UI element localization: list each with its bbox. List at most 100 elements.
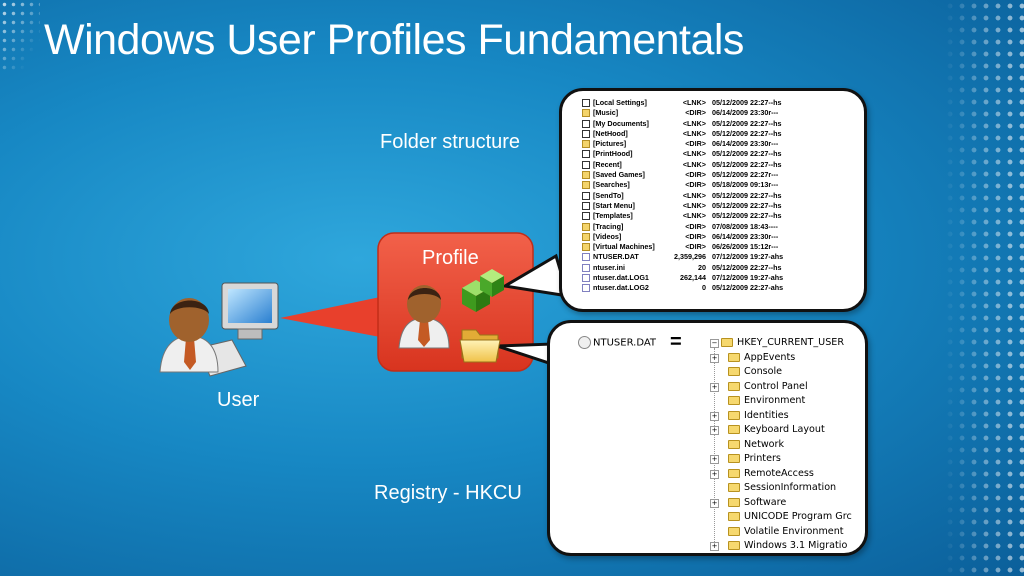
expand-icon[interactable]: + bbox=[710, 411, 719, 421]
entry-type-size: <LNK> bbox=[682, 200, 706, 210]
registry-key-node[interactable]: + RemoteAccess bbox=[710, 467, 865, 482]
folder-icon bbox=[582, 232, 590, 241]
entry-date-attrs: 05/12/2009 22:27r--- bbox=[712, 170, 779, 180]
registry-key-node[interactable]: Volatile Environment bbox=[710, 525, 865, 540]
registry-key-node[interactable]: Console bbox=[710, 365, 865, 380]
entry-type-size: 20 bbox=[698, 262, 706, 272]
directory-row[interactable]: [Tracing]<DIR>07/08/2009 18:43---- bbox=[582, 222, 854, 232]
expand-icon[interactable]: + bbox=[710, 426, 719, 435]
registry-key-node[interactable]: +Printers bbox=[710, 452, 865, 467]
expand-icon[interactable]: + bbox=[710, 382, 719, 392]
entry-date-attrs: 05/12/2009 22:27-ahs bbox=[712, 283, 784, 293]
directory-row[interactable]: [My Documents]<LNK>05/12/2009 22:27--hs bbox=[582, 119, 854, 129]
folder-icon bbox=[582, 171, 590, 180]
registry-key-label: Console bbox=[744, 366, 783, 377]
expand-icon[interactable]: + bbox=[710, 469, 719, 479]
registry-key-label: RemoteAccess bbox=[744, 467, 814, 479]
registry-key-node[interactable]: Network bbox=[710, 438, 865, 453]
registry-cubes-icon bbox=[462, 269, 504, 312]
link-icon bbox=[582, 160, 590, 169]
directory-row[interactable]: [Pictures]<DIR>06/14/2009 23:30r--- bbox=[582, 139, 854, 149]
registry-key-label: Identities bbox=[744, 409, 789, 421]
entry-type-size: <LNK> bbox=[682, 128, 706, 138]
directory-row[interactable]: [Videos]<DIR>06/14/2009 23:30r--- bbox=[582, 232, 854, 242]
directory-row[interactable]: [SendTo]<LNK>05/12/2009 22:27--hs bbox=[582, 191, 854, 201]
user-label: User bbox=[217, 389, 260, 411]
directory-row[interactable]: [Music]<DIR>06/14/2009 23:30r--- bbox=[582, 108, 854, 118]
entry-date-attrs: 06/26/2009 15:12r--- bbox=[712, 242, 779, 252]
directory-listing: [Local Settings] <LNK> 05/12/2009 22:27--h… bbox=[582, 98, 854, 294]
directory-row[interactable]: [Templates]<LNK>05/12/2009 22:27--hs bbox=[582, 211, 854, 221]
entry-name: [Searches] bbox=[593, 180, 630, 190]
directory-row[interactable]: [Saved Games]<DIR>05/12/2009 22:27r--- bbox=[582, 170, 854, 180]
registry-file-icon bbox=[578, 336, 591, 349]
entry-name: [Start Menu] bbox=[593, 200, 635, 210]
folder-icon bbox=[582, 222, 590, 231]
expand-icon[interactable]: + bbox=[710, 455, 719, 464]
registry-key-node[interactable]: +Keyboard Layout bbox=[710, 423, 865, 438]
entry-date-attrs: 07/12/2009 19:27-ahs bbox=[712, 252, 784, 262]
entry-date-attrs: 05/12/2009 22:27--hs bbox=[712, 159, 782, 169]
profile-person-icon bbox=[398, 285, 450, 349]
entry-type-size: <LNK> bbox=[682, 190, 706, 200]
registry-key-node[interactable]: + Identities bbox=[710, 409, 865, 424]
directory-row[interactable]: [Recent]<LNK>05/12/2009 22:27--hs bbox=[582, 160, 854, 170]
registry-key-node[interactable]: Environment bbox=[710, 394, 865, 409]
profile-folder-icon bbox=[459, 329, 501, 363]
expand-icon[interactable]: + bbox=[710, 498, 719, 508]
entry-name: [My Documents] bbox=[593, 118, 649, 128]
directory-row[interactable]: [Virtual Machines]<DIR>06/26/2009 15:12r… bbox=[582, 242, 854, 252]
registry-key-node[interactable]: SessionInformation bbox=[710, 481, 865, 496]
expand-icon[interactable]: + bbox=[710, 542, 719, 551]
directory-row[interactable]: [Local Settings]<LNK>05/12/2009 22:27--h… bbox=[582, 98, 854, 108]
entry-type-size: <LNK> bbox=[682, 118, 706, 128]
registry-root-node[interactable]: − HKEY_CURRENT_USER bbox=[710, 336, 865, 351]
registry-key-label: SessionInformation bbox=[744, 482, 837, 493]
expand-icon[interactable]: + bbox=[710, 353, 719, 363]
folder-icon bbox=[582, 140, 590, 149]
entry-name: [Local Settings] bbox=[593, 98, 647, 107]
link-icon bbox=[582, 129, 590, 138]
entry-type-size: <LNK> bbox=[682, 159, 706, 169]
directory-row[interactable]: [NetHood]<LNK>05/12/2009 22:27--hs bbox=[582, 129, 854, 139]
entry-date-attrs: 05/12/2009 22:27--hs bbox=[712, 98, 782, 107]
registry-key-node[interactable]: +Windows 3.1 Migratio bbox=[710, 539, 865, 553]
entry-date-attrs: 05/18/2009 09:13r--- bbox=[712, 180, 779, 190]
link-icon bbox=[582, 150, 590, 159]
entry-name: [Pictures] bbox=[593, 139, 627, 149]
registry-key-node[interactable]: + AppEvents bbox=[710, 351, 865, 366]
entry-date-attrs: 07/12/2009 19:27-ahs bbox=[712, 273, 784, 283]
entry-date-attrs: 06/14/2009 23:30r--- bbox=[712, 108, 779, 118]
registry-key-node[interactable]: UNICODE Program Grc bbox=[710, 510, 865, 525]
folder-structure-label: Folder structure bbox=[380, 131, 521, 153]
entry-type-size: 262,144 bbox=[680, 273, 706, 283]
entry-type-size: <LNK> bbox=[682, 149, 706, 159]
folder-icon bbox=[728, 497, 740, 507]
folder-icon bbox=[721, 338, 733, 347]
collapse-icon[interactable]: − bbox=[710, 339, 719, 348]
directory-row[interactable]: [Searches] <DIR> 05/18/2009 09:13r--- bbox=[582, 180, 854, 190]
decorative-dots-right bbox=[944, 0, 1024, 576]
entry-name: [Templates] bbox=[593, 211, 633, 221]
link-icon bbox=[582, 212, 590, 221]
entry-type-size: <DIR> bbox=[685, 180, 706, 190]
folder-structure-bubble: [Local Settings] <LNK> 05/12/2009 22:27--h… bbox=[559, 88, 867, 312]
registry-key-node[interactable]: + Software bbox=[710, 496, 865, 511]
registry-key-label: AppEvents bbox=[744, 351, 796, 363]
folder-icon bbox=[582, 243, 590, 252]
registry-key-node[interactable]: +Control Panel bbox=[710, 380, 865, 395]
entry-name: [PrintHood] bbox=[593, 149, 633, 159]
ntuser-file-name: NTUSER.DAT bbox=[593, 337, 657, 349]
directory-row[interactable]: [Start Menu]<LNK>05/12/2009 22:27--hs bbox=[582, 201, 854, 211]
entry-type-size: 0 bbox=[702, 283, 706, 293]
ntuser-file-label: NTUSER.DAT bbox=[578, 336, 656, 349]
registry-key-label: Software bbox=[744, 496, 787, 508]
entry-name: [Videos] bbox=[593, 231, 622, 241]
folder-icon bbox=[728, 526, 740, 536]
directory-row[interactable]: [PrintHood]<LNK>05/12/2009 22:27--hs bbox=[582, 149, 854, 159]
